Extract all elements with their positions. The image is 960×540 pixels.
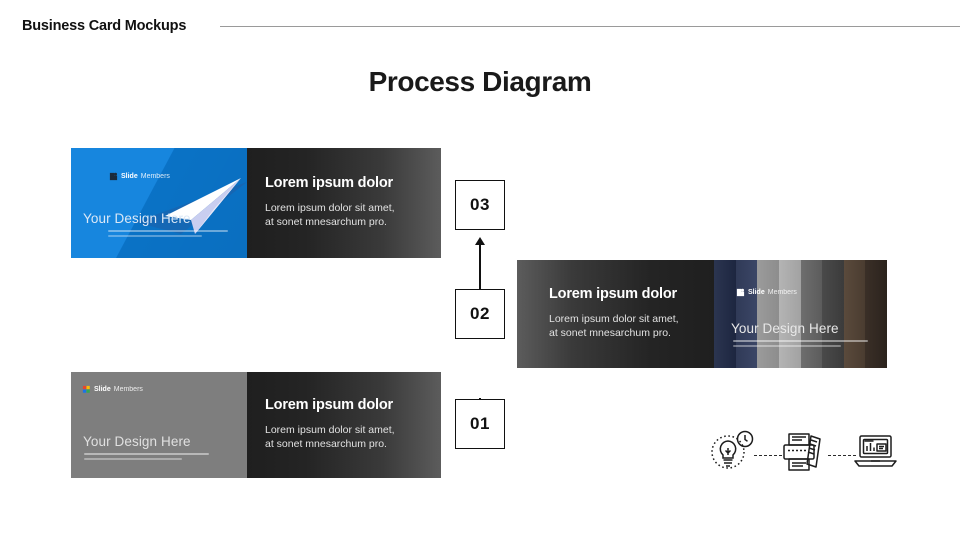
flow-icon-1[interactable] — [706, 425, 758, 482]
slide-members-logo-mark — [82, 385, 91, 394]
card-bottom[interactable]: Slide Members Your Design Here Lorem ips… — [71, 372, 441, 478]
card-middle-logo-light: Members — [767, 289, 797, 296]
card-bottom-filler-text — [84, 453, 209, 462]
card-bottom-logo: Slide Members — [82, 385, 143, 394]
card-bottom-image-panel: Slide Members Your Design Here — [71, 372, 247, 478]
card-top-image-panel: Slide Members Your Design Here — [71, 148, 247, 258]
arrow-head-up-icon — [475, 237, 485, 245]
header-divider-line — [220, 26, 960, 27]
flow-icon-3[interactable] — [852, 433, 900, 478]
page-title: Process Diagram — [368, 66, 592, 97]
flow-icon-2[interactable] — [780, 430, 828, 481]
card-bottom-logo-bold: Slide — [94, 386, 111, 393]
card-bottom-body: Lorem ipsum dolor sit amet, at sonet mne… — [265, 424, 395, 450]
card-bottom-logo-light: Members — [113, 386, 143, 393]
card-top-filler-text — [108, 230, 228, 239]
card-middle-logo: Slide Members — [736, 288, 797, 297]
fabric-stripes-texture — [714, 260, 887, 368]
lightbulb-idea-icon — [711, 430, 754, 469]
slide-members-logo-mark — [109, 172, 118, 181]
card-top-tagline: Your Design Here — [83, 211, 191, 226]
card-middle-body: Lorem ipsum dolor sit amet, at sonet mne… — [549, 313, 679, 339]
card-top-logo-light: Members — [140, 173, 170, 180]
printer-documents-icon — [783, 433, 821, 471]
card-top-text-panel: Lorem ipsum dolor Lorem ipsum dolor sit … — [247, 148, 441, 258]
dash-connector-2 — [828, 455, 856, 456]
step-box-03[interactable]: 03 — [455, 180, 505, 230]
card-middle-tagline: Your Design Here — [731, 321, 839, 336]
card-middle-text-panel: Lorem ipsum dolor Lorem ipsum dolor sit … — [517, 260, 714, 368]
slide-members-logo-mark — [736, 288, 745, 297]
paper-plane-illustration — [135, 178, 247, 234]
dash-connector-1 — [754, 455, 782, 456]
step-box-01[interactable]: 01 — [455, 399, 505, 449]
laptop-chart-icon — [854, 435, 897, 467]
slide-header: Business Card Mockups — [0, 0, 960, 44]
card-middle-heading: Lorem ipsum dolor — [549, 286, 677, 302]
card-top-body: Lorem ipsum dolor sit amet, at sonet mne… — [265, 202, 395, 228]
connector-02-to-03 — [479, 239, 481, 290]
card-middle[interactable]: Lorem ipsum dolor Lorem ipsum dolor sit … — [517, 260, 887, 368]
card-top-logo: Slide Members — [109, 172, 170, 181]
card-top-logo-bold: Slide — [121, 173, 138, 180]
card-top-heading: Lorem ipsum dolor — [265, 175, 393, 191]
header-title: Business Card Mockups — [22, 18, 187, 34]
card-middle-filler-text — [733, 340, 868, 349]
card-middle-image-panel: Slide Members Your Design Here — [714, 260, 887, 368]
card-bottom-tagline: Your Design Here — [83, 434, 191, 449]
card-middle-logo-bold: Slide — [748, 289, 765, 296]
step-box-02[interactable]: 02 — [455, 289, 505, 339]
card-bottom-heading: Lorem ipsum dolor — [265, 397, 393, 413]
card-bottom-text-panel: Lorem ipsum dolor Lorem ipsum dolor sit … — [247, 372, 441, 478]
flow-icon-strip — [706, 425, 897, 482]
card-top[interactable]: Slide Members Your Design Here Lorem ips… — [71, 148, 441, 258]
